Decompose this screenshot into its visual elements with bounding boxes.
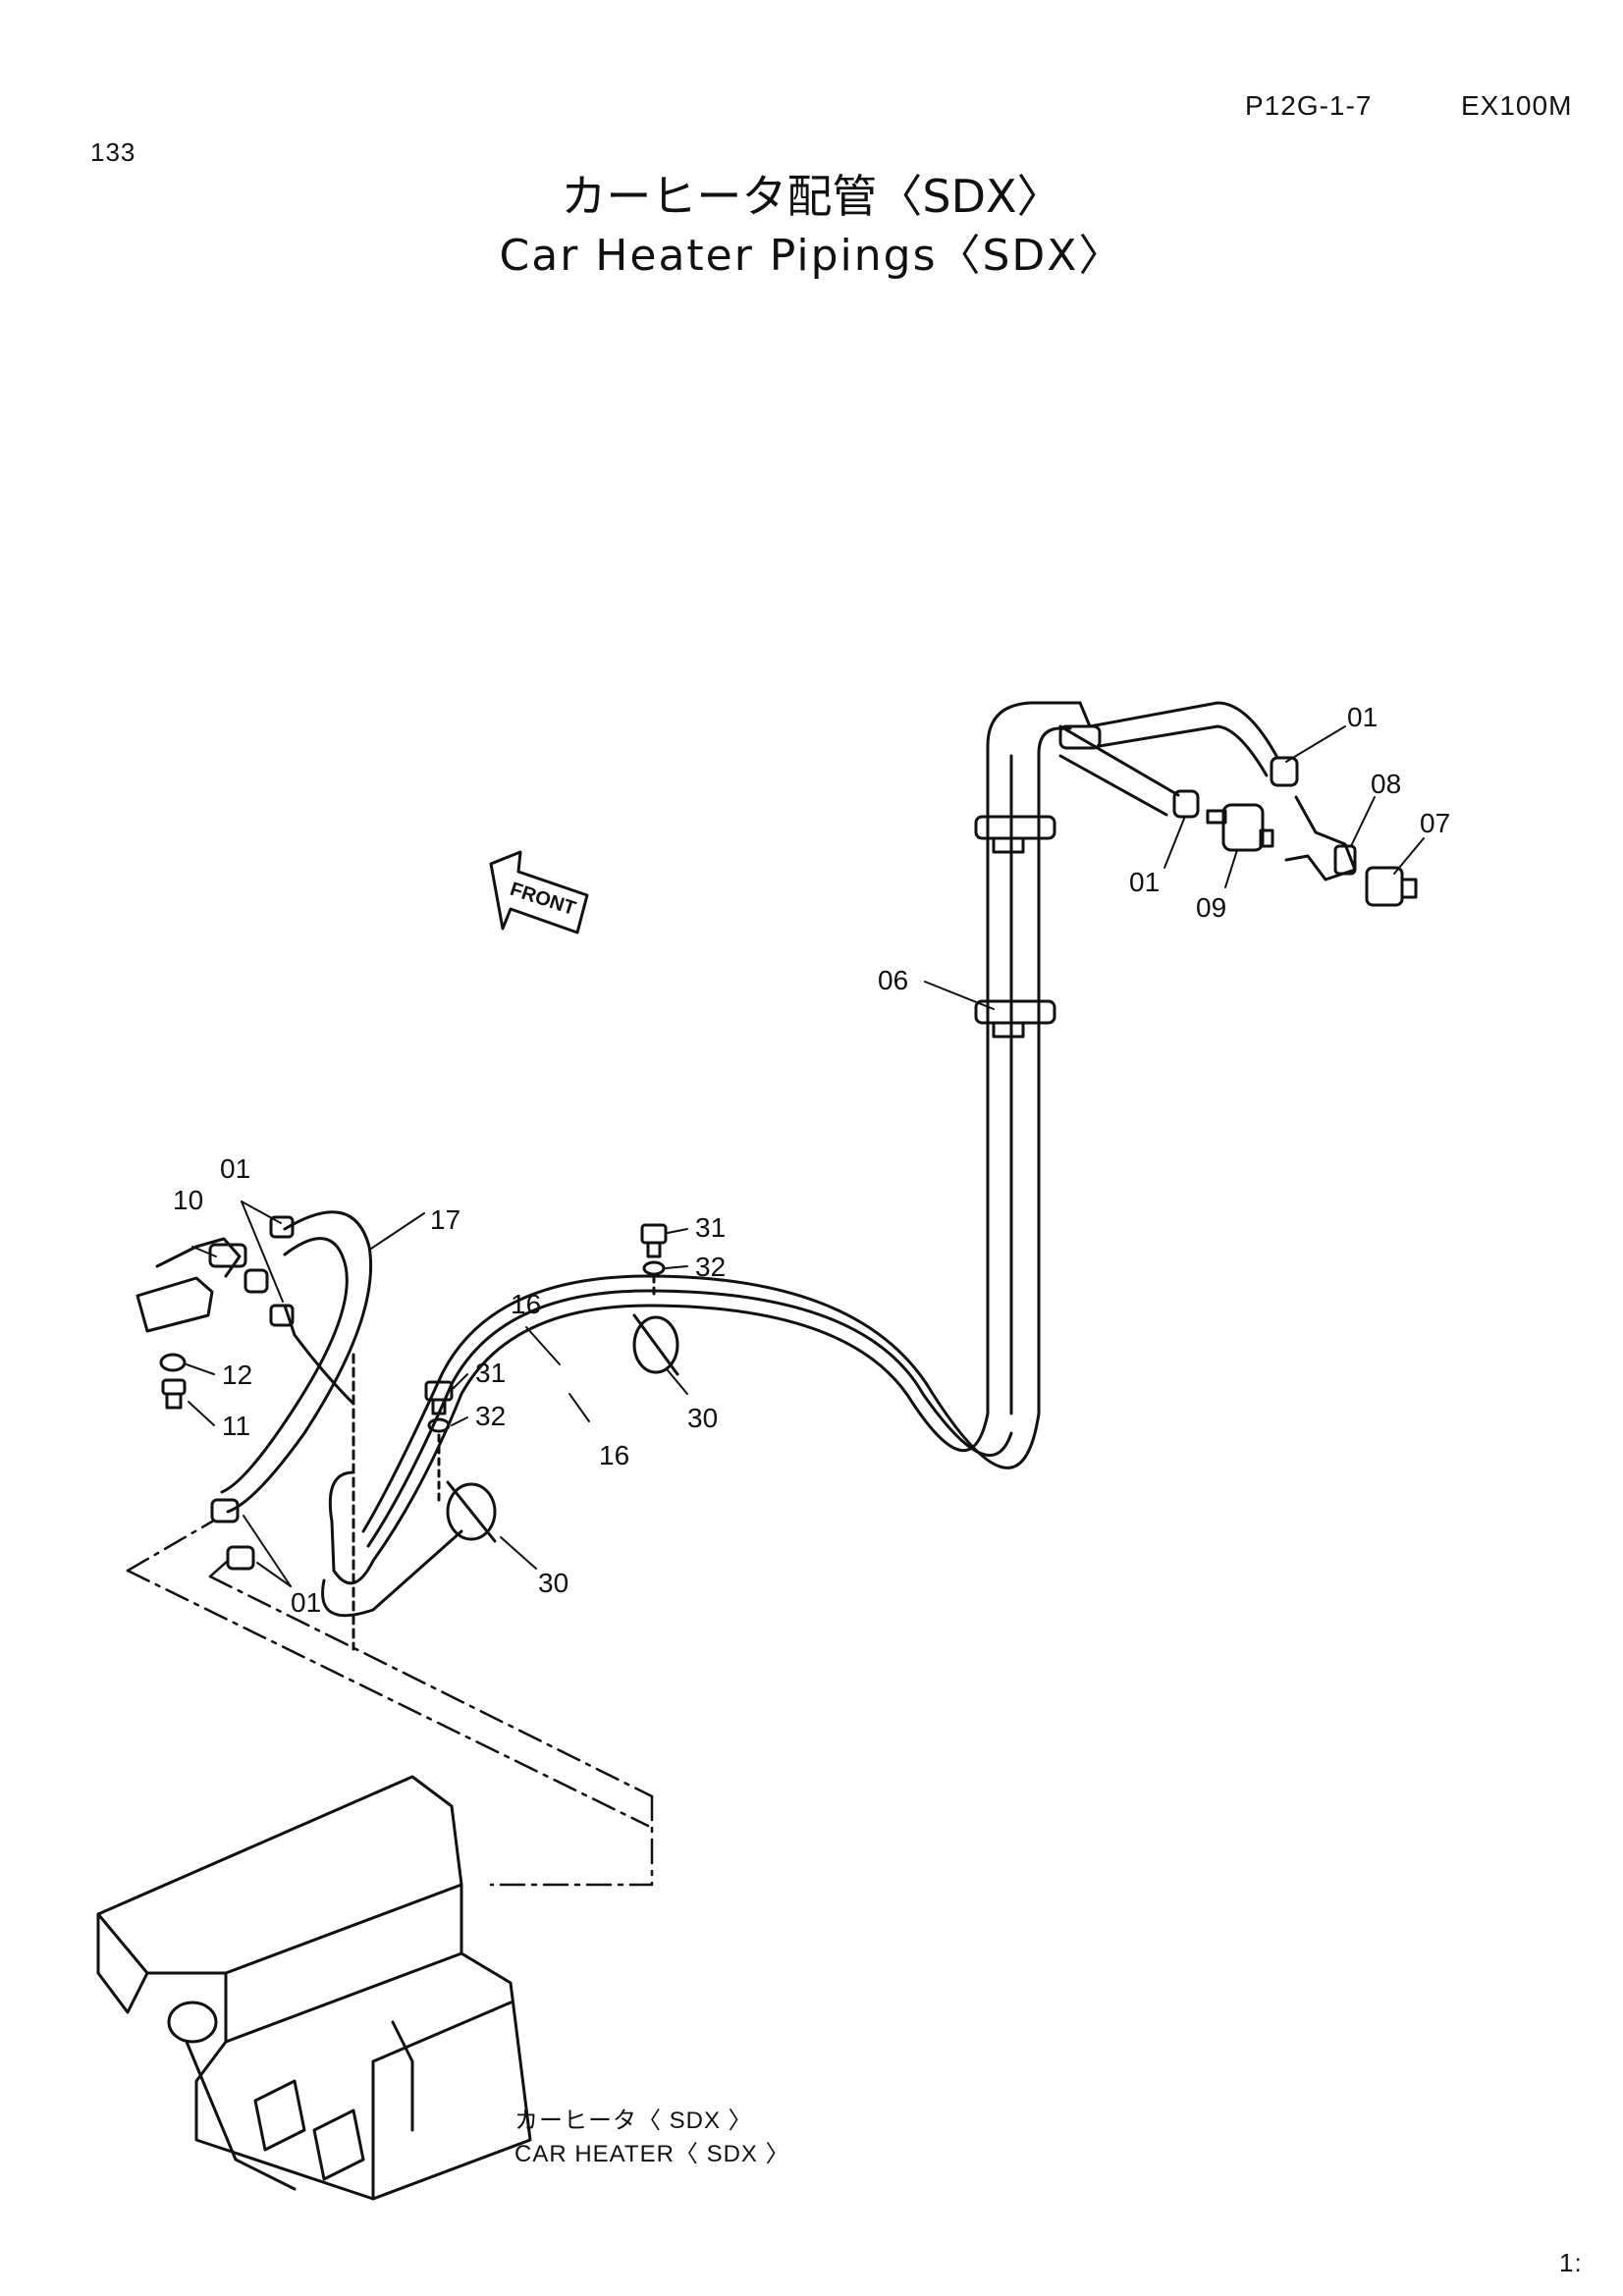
leader-lines (186, 725, 1425, 1587)
callout-30: 30 (538, 1568, 568, 1598)
callout-16: 16 (511, 1289, 541, 1319)
callout-01: 01 (220, 1153, 250, 1184)
title-english: Car Heater Pipings〈SDX〉 (499, 231, 1124, 281)
callout-31: 31 (475, 1358, 506, 1388)
corner-mark: 1: (1559, 2248, 1583, 2277)
assembly-caption-english: CAR HEATER〈 SDX 〉 (514, 2141, 790, 2167)
callout-32: 32 (695, 1252, 726, 1282)
callout-01: 01 (291, 1587, 321, 1618)
model-code: EX100M (1461, 90, 1573, 121)
main-pipe (986, 701, 1278, 1415)
assembly-caption-japanese: カーヒータ〈 SDX 〉 (514, 2108, 753, 2134)
callout-30: 30 (687, 1403, 718, 1433)
callout-01: 01 (1129, 867, 1160, 897)
callout-labels: 01 08 07 01 09 06 10 01 17 31 32 16 12 1… (173, 702, 1450, 1618)
front-arrow-icon: FRONT (489, 850, 589, 934)
band-clamp (446, 1313, 679, 1543)
hose-loop (220, 1210, 373, 1651)
callout-32: 32 (475, 1401, 506, 1431)
callout-31: 31 (695, 1212, 726, 1243)
hose-fitting (210, 1498, 255, 1571)
valve-bracket (135, 1215, 295, 1410)
front-label: FRONT (508, 879, 578, 920)
curved-pipe (321, 1274, 1041, 1618)
valve-fitting (1172, 756, 1418, 907)
callout-07: 07 (1420, 808, 1450, 838)
title-japanese: カーヒータ配管〈SDX〉 (561, 170, 1062, 223)
car-heater-unit (96, 1775, 532, 2201)
callout-09: 09 (1196, 892, 1226, 923)
callout-12: 12 (222, 1360, 252, 1390)
callout-17: 17 (430, 1204, 460, 1235)
page-reference: P12G-1-7 (1245, 90, 1373, 121)
callout-06: 06 (878, 965, 908, 995)
callout-11: 11 (222, 1411, 250, 1441)
assembly-outline (126, 1520, 654, 1887)
callout-10: 10 (173, 1185, 203, 1215)
pipe-clamp (974, 724, 1102, 1039)
callout-01: 01 (1347, 702, 1378, 732)
callout-16: 16 (599, 1440, 629, 1470)
bolt (424, 1223, 668, 1504)
callout-08: 08 (1371, 769, 1401, 799)
page-number: 133 (90, 137, 136, 167)
